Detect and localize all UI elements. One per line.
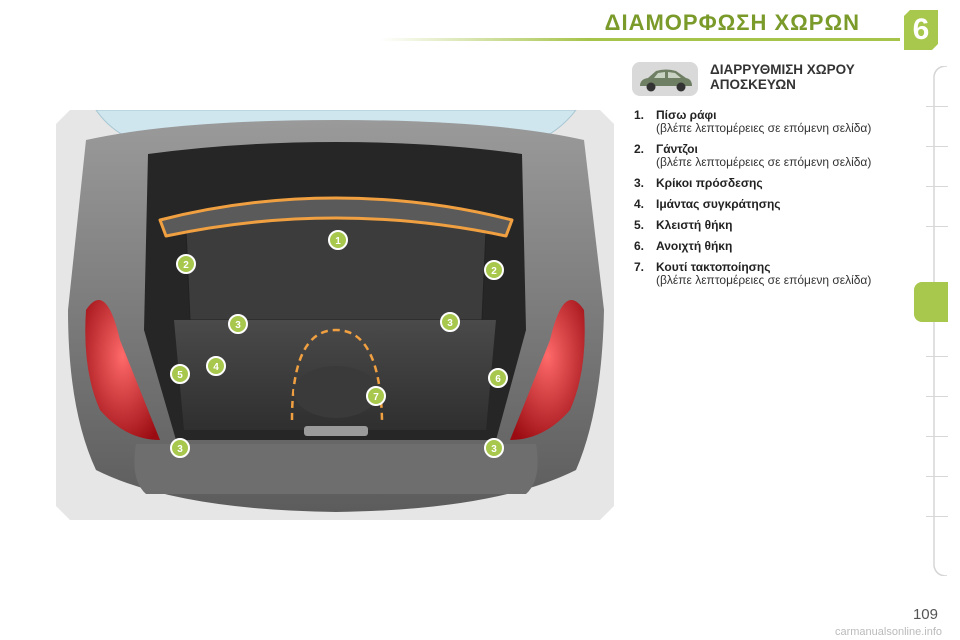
watermark: carmanualsonline.info bbox=[834, 626, 942, 638]
marker-3: 3 bbox=[440, 312, 460, 332]
chapter-badge bbox=[904, 10, 938, 50]
legend-item: 2. Γάντζοι (βλέπε λεπτομέρειες σε επόμενη… bbox=[634, 142, 904, 169]
legend-item: 3. Κρίκοι πρόσδεσης bbox=[634, 176, 904, 190]
legend-number: 7. bbox=[634, 260, 645, 274]
chapter-tab[interactable] bbox=[926, 476, 948, 505]
marker-label: 4 bbox=[213, 362, 219, 373]
chapter-title: ΔΙΑΜΟΡΦΩΣΗ ΧΩΡΩΝ bbox=[604, 10, 860, 35]
chapter-tab[interactable] bbox=[926, 516, 948, 545]
legend-label: Γάντζοι bbox=[656, 142, 698, 156]
marker-5: 5 bbox=[170, 364, 190, 384]
section-heading: ΔΙΑΡΡΥΘΜΙΣΗ ΧΩΡΟΥ ΑΠΟΣΚΕΥΩΝ bbox=[710, 62, 920, 92]
marker-2: 2 bbox=[176, 254, 196, 274]
marker-4: 4 bbox=[206, 356, 226, 376]
chapter-tab[interactable] bbox=[926, 396, 948, 425]
legend-number: 5. bbox=[634, 218, 645, 232]
legend-number: 1. bbox=[634, 108, 645, 122]
legend-item: 5. Κλειστή θήκη bbox=[634, 218, 904, 232]
marker-label: 1 bbox=[335, 236, 341, 247]
section-heading-line1: ΔΙΑΡΡΥΘΜΙΣΗ ΧΩΡΟΥ bbox=[710, 62, 855, 77]
header-rule bbox=[380, 38, 900, 41]
marker-1: 1 bbox=[328, 230, 348, 250]
storage-box-lid bbox=[294, 366, 378, 418]
marker-label: 6 bbox=[495, 374, 501, 385]
legend-label: Ιμάντας συγκράτησης bbox=[656, 197, 781, 211]
boot-latch bbox=[304, 426, 368, 436]
marker-label: 3 bbox=[491, 444, 497, 455]
legend-list: 1. Πίσω ράφι (βλέπε λεπτομέρειες σε επόμε… bbox=[634, 108, 904, 294]
marker-3: 3 bbox=[228, 314, 248, 334]
legend-label: Πίσω ράφι bbox=[656, 108, 717, 122]
legend-item: 6. Ανοιχτή θήκη bbox=[634, 239, 904, 253]
chapter-tab[interactable] bbox=[926, 186, 948, 215]
left-tail-lamp bbox=[85, 300, 160, 440]
right-tail-lamp bbox=[510, 300, 585, 440]
legend-label: Κρίκοι πρόσδεσης bbox=[656, 176, 763, 190]
legend-label: Κουτί τακτοποίησης bbox=[656, 260, 771, 274]
rear-seat-back bbox=[185, 213, 487, 321]
marker-label: 2 bbox=[183, 260, 189, 271]
marker-3: 3 bbox=[484, 438, 504, 458]
legend-number: 6. bbox=[634, 239, 645, 253]
chapter-tab[interactable] bbox=[926, 356, 948, 385]
marker-label: 2 bbox=[491, 266, 497, 277]
legend-number: 4. bbox=[634, 197, 645, 211]
chapter-tab-active[interactable] bbox=[914, 282, 948, 322]
legend-number: 3. bbox=[634, 176, 645, 190]
chapter-tab[interactable] bbox=[926, 226, 948, 255]
marker-6: 6 bbox=[488, 368, 508, 388]
rear-bumper bbox=[134, 444, 538, 494]
legend-number: 2. bbox=[634, 142, 645, 156]
parcel-shelf bbox=[158, 196, 514, 238]
legend-note: (βλέπε λεπτομέρειες σε επόμενη σελίδα) bbox=[656, 121, 872, 135]
marker-label: 3 bbox=[235, 320, 241, 331]
storage-box-outline bbox=[290, 328, 384, 421]
chapter-number: 6 bbox=[912, 13, 930, 46]
legend-item: 7. Κουτί τακτοποίησης (βλέπε λεπτομέρειες… bbox=[634, 260, 904, 287]
marker-3: 3 bbox=[170, 438, 190, 458]
marker-label: 3 bbox=[447, 318, 453, 329]
chapter-tab[interactable] bbox=[926, 436, 948, 465]
section-heading-line2: ΑΠΟΣΚΕΥΩΝ bbox=[710, 77, 796, 92]
boot-illustration: 1 2 2 3 3 3 3 4 5 6 7 bbox=[56, 110, 614, 520]
chapter-tabs bbox=[914, 65, 948, 577]
legend-item: 4. Ιμάντας συγκράτησης bbox=[634, 197, 904, 211]
chapter-tab[interactable] bbox=[926, 146, 948, 175]
legend-item: 1. Πίσω ράφι (βλέπε λεπτομέρειες σε επόμε… bbox=[634, 108, 904, 135]
marker-label: 5 bbox=[177, 370, 183, 381]
marker-7: 7 bbox=[366, 386, 386, 406]
marker-label: 3 bbox=[177, 444, 183, 455]
legend-label: Κλειστή θήκη bbox=[656, 218, 733, 232]
page-number: 109 bbox=[912, 606, 938, 623]
legend-label: Ανοιχτή θήκη bbox=[656, 239, 733, 253]
chapter-tab[interactable] bbox=[926, 106, 948, 135]
legend-note: (βλέπε λεπτομέρειες σε επόμενη σελίδα) bbox=[656, 273, 872, 287]
marker-2: 2 bbox=[484, 260, 504, 280]
car-icon bbox=[632, 62, 698, 96]
marker-label: 7 bbox=[373, 392, 379, 403]
legend-note: (βλέπε λεπτομέρειες σε επόμενη σελίδα) bbox=[656, 155, 872, 169]
